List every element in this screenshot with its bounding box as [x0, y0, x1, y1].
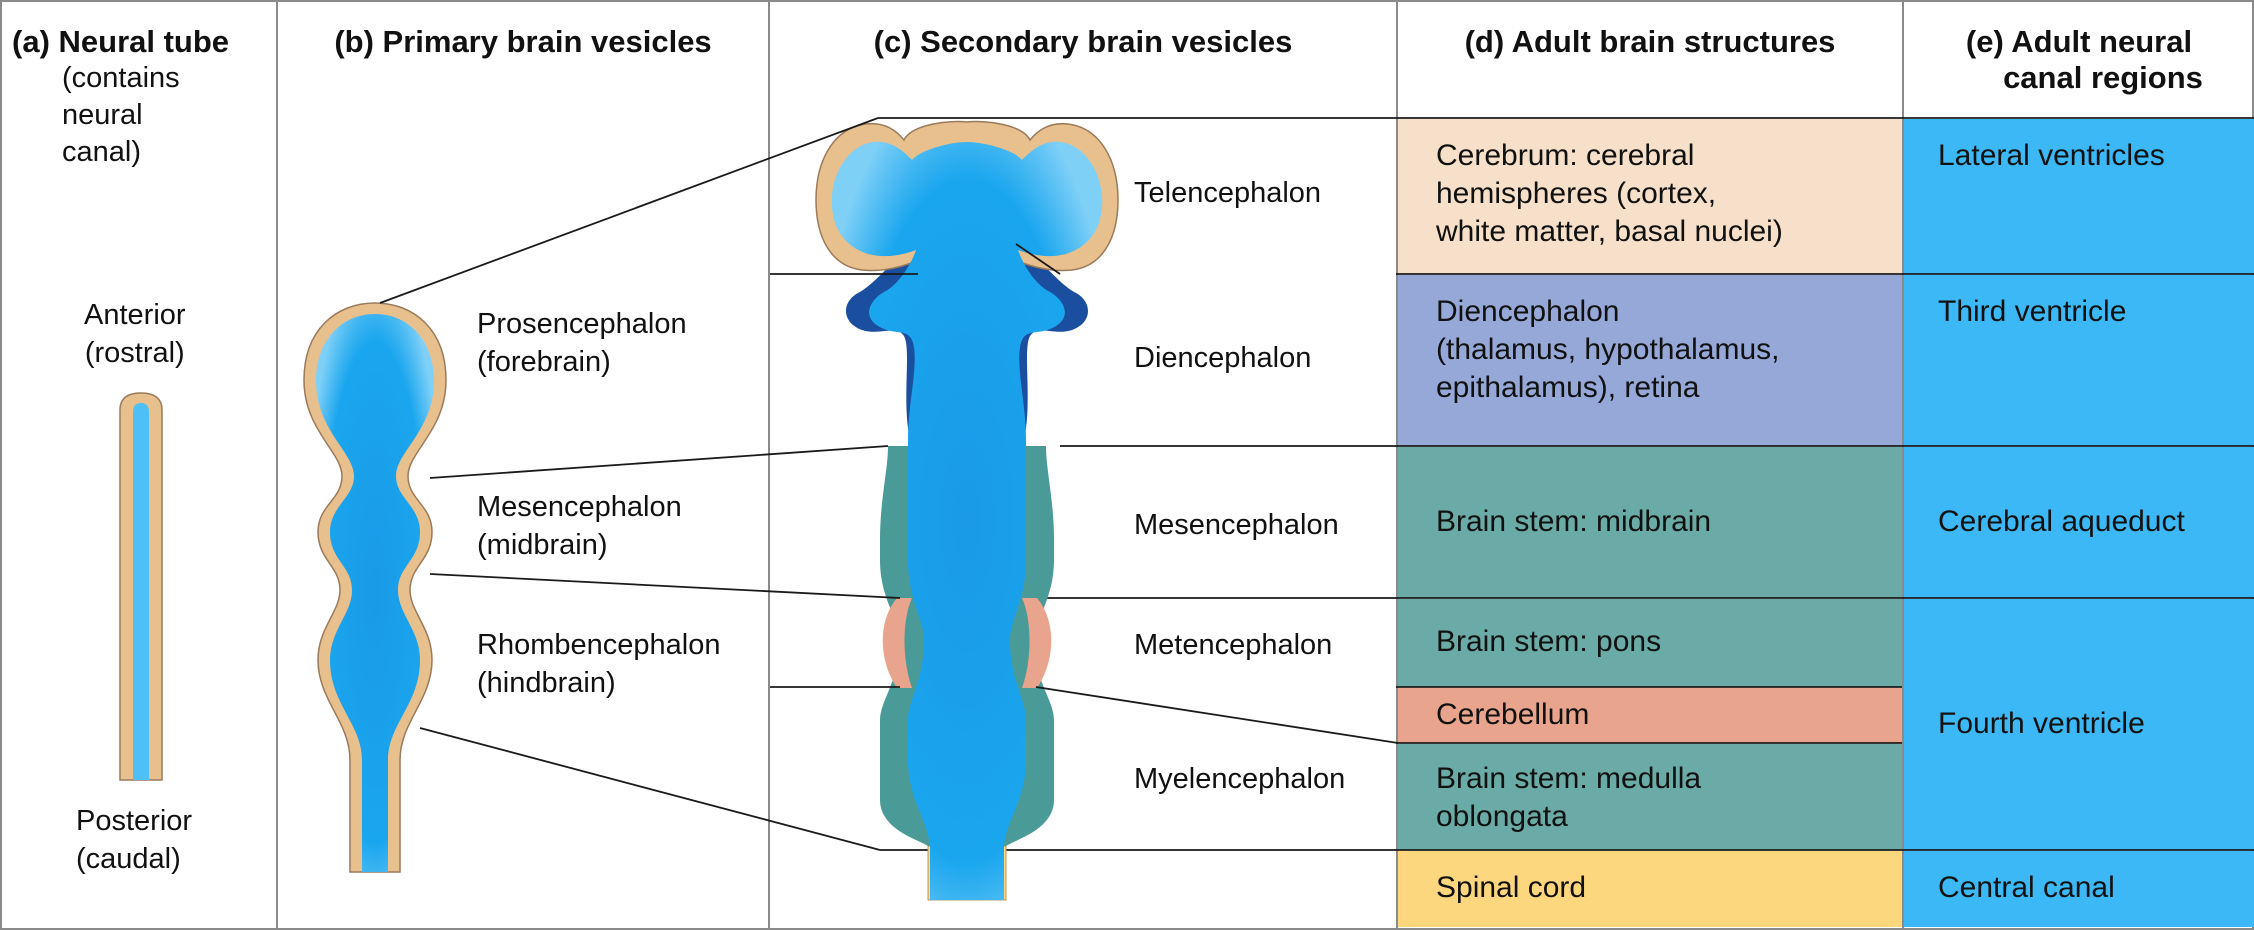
- adult-structure-medulla: Brain stem: medulla oblongata: [1398, 744, 1902, 850]
- cell-line: hemispheres (cortex,: [1436, 177, 1717, 210]
- label-line: (hindbrain): [477, 667, 616, 699]
- column-divider: [1396, 0, 1398, 930]
- cell-line: oblongata: [1436, 800, 1568, 833]
- column-title-b: (b) Primary brain vesicles: [334, 24, 712, 59]
- column-title-text: Neural tube: [58, 24, 230, 59]
- canal-label: Lateral ventricles: [1938, 139, 2165, 172]
- canal-region-fourth-ventricle: Fourth ventricle: [1904, 599, 2254, 850]
- canal-label: Cerebral aqueduct: [1938, 505, 2185, 538]
- column-title-d: (d) Adult brain structures: [1464, 24, 1836, 59]
- label-line: (rostral): [84, 337, 185, 369]
- canal-label: Fourth ventricle: [1938, 707, 2145, 740]
- adult-structure-pons: Brain stem: pons: [1398, 599, 1902, 687]
- cell-line: Brain stem: midbrain: [1436, 505, 1712, 538]
- anterior-label: Anterior (rostral): [84, 296, 186, 372]
- label-line: (caudal): [76, 843, 181, 875]
- column-title-c: (c) Secondary brain vesicles: [873, 24, 1293, 59]
- cell-line: white matter, basal nuclei): [1436, 215, 1783, 248]
- cell-line: Diencephalon: [1436, 295, 1620, 328]
- label-line: (forebrain): [477, 346, 611, 378]
- canal-region-lateral-ventricles: Lateral ventricles: [1904, 119, 2254, 274]
- subtitle-line: canal): [62, 136, 141, 168]
- cell-line: Brain stem: medulla: [1436, 762, 1702, 795]
- prosencephalon-label: Prosencephalon (forebrain): [477, 305, 687, 381]
- column-letter: (a): [12, 24, 50, 59]
- posterior-label: Posterior (caudal): [76, 802, 192, 878]
- adult-structure-cerebrum: Cerebrum: cerebral hemispheres (cortex, …: [1398, 119, 1902, 274]
- cell-line: epithalamus), retina: [1436, 371, 1700, 404]
- column-divider: [276, 0, 278, 930]
- canal-region-cerebral-aqueduct: Cerebral aqueduct: [1904, 447, 2254, 598]
- label-line: Posterior: [76, 805, 193, 837]
- title-line: (e) Adult neural: [1965, 24, 2193, 59]
- diencephalon-secondary-label: Diencephalon: [1134, 342, 1312, 374]
- title-line: canal regions: [2003, 60, 2203, 95]
- adult-structure-spinal-cord: Spinal cord: [1398, 851, 1902, 927]
- mesencephalon-secondary-label: Mesencephalon: [1134, 509, 1339, 541]
- canal-region-third-ventricle: Third ventricle: [1904, 275, 2254, 446]
- subtitle-line: (contains: [62, 62, 180, 94]
- connector-lines: [379, 117, 1399, 851]
- cell-line: Cerebrum: cerebral: [1436, 139, 1695, 172]
- subtitle-line: neural: [62, 99, 143, 131]
- row-dividers: [878, 117, 2254, 851]
- rhombencephalon-label: Rhombencephalon (hindbrain): [477, 626, 720, 702]
- column-divider: [768, 0, 770, 930]
- label-line: Anterior: [84, 299, 186, 331]
- adult-structure-midbrain: Brain stem: midbrain: [1398, 447, 1902, 598]
- canal-region-central-canal: Central canal: [1904, 851, 2254, 927]
- cell-line: Brain stem: pons: [1436, 625, 1662, 658]
- cell-line: (thalamus, hypothalamus,: [1436, 333, 1780, 366]
- label-line: Mesencephalon: [477, 491, 682, 523]
- myelencephalon-label: Myelencephalon: [1134, 763, 1346, 795]
- adult-structure-cerebellum: Cerebellum: [1398, 688, 1902, 743]
- primary-vesicles-shape: [303, 302, 447, 873]
- column-title-e: (e) Adult neural canal regions: [1904, 24, 2254, 96]
- neural-tube-shape: [119, 392, 163, 781]
- column-title-a: (a) Neural tube: [12, 24, 262, 60]
- column-divider: [1902, 0, 1904, 930]
- label-line: Rhombencephalon: [477, 629, 721, 661]
- mesencephalon-primary-label: Mesencephalon (midbrain): [477, 488, 682, 564]
- adult-structure-diencephalon: Diencephalon (thalamus, hypothalamus, ep…: [1398, 275, 1902, 446]
- metencephalon-label: Metencephalon: [1134, 629, 1333, 661]
- neural-tube-subtitle: (contains neural canal): [62, 60, 180, 171]
- canal-label: Third ventricle: [1938, 295, 2127, 328]
- label-line: (midbrain): [477, 529, 608, 561]
- cell-line: Spinal cord: [1436, 871, 1587, 904]
- secondary-vesicles-shape: [815, 120, 1119, 901]
- cell-line: Cerebellum: [1436, 698, 1590, 731]
- telencephalon-label: Telencephalon: [1134, 177, 1322, 209]
- canal-label: Central canal: [1938, 871, 2115, 904]
- label-line: Prosencephalon: [477, 308, 687, 340]
